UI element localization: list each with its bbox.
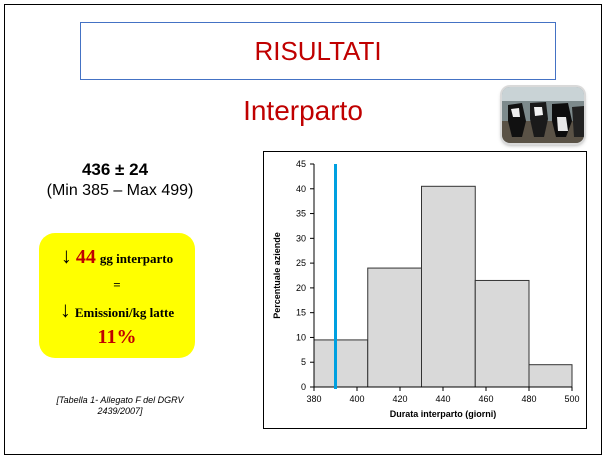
histogram-bar	[528, 364, 573, 388]
y-tick-label: 0	[301, 382, 306, 392]
y-tick-label: 5	[301, 357, 306, 367]
y-tick-label: 45	[296, 159, 306, 169]
histogram-bar	[367, 267, 422, 388]
histogram-bar	[313, 339, 369, 388]
y-tick-label: 40	[296, 184, 306, 194]
x-axis-label: Durata interparto (giorni)	[390, 409, 497, 419]
x-tick-label: 440	[435, 394, 450, 404]
cows-photo-icon	[502, 87, 584, 143]
y-tick-label: 20	[296, 283, 306, 293]
x-tick-label: 500	[564, 394, 579, 404]
slide: RISULTATI Interparto 436 ± 24 (Min 385 –…	[4, 4, 602, 455]
min-max-range: (Min 385 – Max 499)	[46, 182, 194, 199]
highlight-box: ↓ 44 gg interparto = ↓ Emissioni/kg latt…	[39, 233, 195, 358]
slide-title: RISULTATI	[254, 35, 382, 66]
mean-sd-value: 436 ± 24	[81, 160, 149, 179]
x-tick-label: 460	[478, 394, 493, 404]
x-tick-label: 400	[349, 394, 364, 404]
equals-sign: =	[113, 277, 121, 292]
interparto-reduction-label: gg interparto	[99, 251, 174, 266]
histogram-bar	[474, 279, 530, 388]
x-tick-label: 380	[306, 394, 321, 404]
y-axis-label: Percentuale aziende	[272, 232, 282, 319]
emissions-percent: 11%	[97, 326, 137, 348]
y-tick-label: 30	[296, 233, 306, 243]
y-tick-label: 25	[296, 258, 306, 268]
down-arrow-icon: ↓	[60, 243, 72, 268]
histogram-svg: 0 5 10 15 20 25 30 35 40 45 380 400 420 440 460 480 500D…	[272, 159, 580, 419]
down-arrow-icon: ↓	[59, 297, 71, 322]
slide-subtitle: Interparto	[243, 95, 363, 126]
y-tick-label: 10	[296, 332, 306, 342]
x-tick-label: 420	[392, 394, 407, 404]
reference-line-2: 2439/2007]	[97, 406, 143, 416]
reference-line-1: [Tabella 1- Allegato F del DGRV	[56, 395, 184, 405]
emissions-label: Emissioni/kg latte	[74, 305, 175, 320]
x-tick-label: 480	[521, 394, 536, 404]
histogram-bar	[421, 185, 476, 388]
y-tick-label: 15	[296, 308, 306, 318]
reference-note: [Tabella 1- Allegato F del DGRV 2439/200…	[40, 395, 200, 417]
interparto-reduction-value: 44	[75, 246, 96, 268]
slide-title-box: RISULTATI	[80, 22, 556, 80]
y-tick-label: 35	[296, 209, 306, 219]
